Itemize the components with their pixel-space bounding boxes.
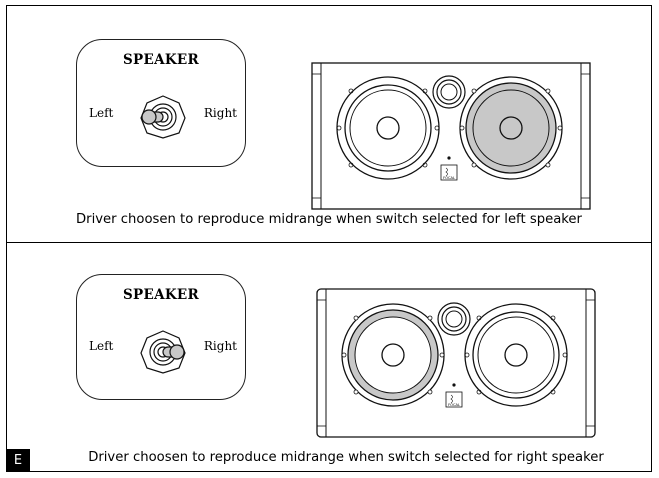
speaker-logo: FOCAL — [443, 176, 455, 180]
caption-left-switch: Driver choosen to reproduce midrange whe… — [76, 212, 582, 227]
speaker-switch-plate: SPEAKER Left Right — [76, 39, 246, 167]
switch-title: SPEAKER — [122, 52, 199, 68]
switch-left-label: Left — [89, 339, 114, 353]
speaker-logo: FOCAL — [448, 403, 460, 407]
switch-right-label: Right — [203, 339, 237, 353]
panel-right-switch: SPEAKER Left Right — [6, 242, 652, 478]
speaker-switch-plate: SPEAKER Left Right — [76, 274, 246, 400]
section-label: E — [6, 449, 30, 472]
panel-left-switch: SPEAKER Left Right — [6, 5, 652, 241]
toggle-switch-left-icon — [140, 95, 186, 139]
figure-frame — [6, 5, 652, 472]
switch-right-label: Right — [203, 106, 237, 120]
caption-right-switch: Driver choosen to reproduce midrange whe… — [88, 450, 604, 465]
toggle-switch-right-icon — [140, 330, 186, 374]
panel-divider — [6, 242, 652, 243]
tweeter — [432, 75, 466, 109]
right-woofer — [464, 303, 568, 407]
left-woofer — [341, 303, 445, 407]
center-speaker-diagram: FOCAL — [311, 62, 591, 210]
switch-title: SPEAKER — [122, 287, 199, 303]
switch-left-label: Left — [89, 106, 114, 120]
tweeter — [437, 302, 471, 336]
right-woofer — [459, 76, 563, 180]
center-speaker-diagram: FOCAL — [316, 288, 596, 438]
left-woofer — [336, 76, 440, 180]
